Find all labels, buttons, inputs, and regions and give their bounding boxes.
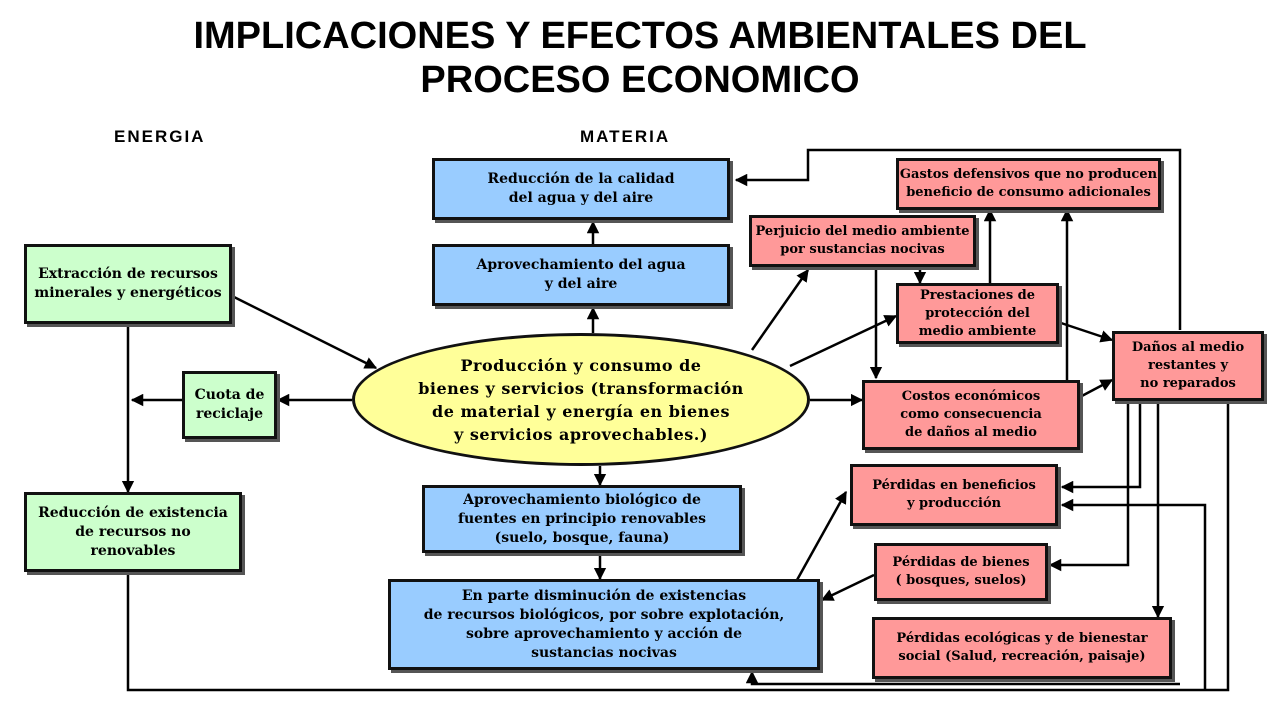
box-cuota-reciclaje: Cuota de reciclaje	[182, 371, 277, 439]
box-danos-medio: Daños al medio restantes y no reparados	[1112, 331, 1264, 401]
arrow-disminucion-beneficios	[795, 490, 848, 581]
arrow-produccion-prestaciones	[789, 314, 898, 368]
box-prestaciones-proteccion: Prestaciones de protección del medio amb…	[896, 283, 1059, 344]
box-perdidas-ecologicas: Pérdidas ecológicas y de bienestar socia…	[872, 617, 1172, 679]
arrow-produccion-perjuicio	[750, 268, 810, 351]
box-aprovechamiento-agua: Aprovechamiento del agua y del aire	[432, 244, 730, 306]
box-aprovechamiento-biologico: Aprovechamiento biológico de fuentes en …	[422, 485, 742, 553]
box-reduccion-existencia: Reducción de existencia de recursos no r…	[24, 492, 242, 572]
arrow-outer-beneficios	[1060, 498, 1207, 690]
arrow-loop-calidad	[734, 148, 1182, 330]
title-line-2: PROCESO ECONOMICO	[420, 59, 860, 101]
box-perdidas-beneficios: Pérdidas en beneficios y producción	[850, 464, 1058, 526]
box-perjuicio-medio: Perjuicio del medio ambiente por sustanc…	[749, 215, 976, 267]
ellipse-produccion-consumo: Producción y consumo de bienes y servici…	[352, 333, 810, 466]
box-disminucion-existencias: En parte disminución de existencias de r…	[388, 579, 820, 670]
arrow-danos-bienes	[1048, 400, 1130, 572]
box-gastos-defensivos: Gastos defensivos que no producen benefi…	[896, 158, 1161, 210]
header-materia: MATERIA	[580, 127, 671, 146]
arrow-extraccion-produccion	[229, 293, 378, 370]
arrow-costos-danos	[1077, 378, 1114, 400]
arrow-prestaciones-danos	[1057, 320, 1114, 343]
box-reduccion-calidad: Reducción de la calidad del agua y del a…	[432, 158, 730, 220]
box-extraccion-recursos: Extracción de recursos minerales y energ…	[24, 244, 232, 324]
arrow-outer-loop	[126, 400, 1230, 692]
title-line-1: IMPLICACIONES Y EFECTOS AMBIENTALES DEL	[193, 15, 1087, 57]
box-perdidas-bienes: Pérdidas de bienes ( bosques, suelos)	[874, 543, 1048, 601]
arrow-bottom-disminucion	[745, 670, 1180, 686]
arrow-danos-beneficios	[1060, 400, 1142, 494]
header-energia: ENERGIA	[114, 127, 206, 146]
arrow-bienes-disminucion	[820, 573, 875, 602]
box-costos-economicos: Costos económicos como consecuencia de d…	[862, 380, 1080, 450]
